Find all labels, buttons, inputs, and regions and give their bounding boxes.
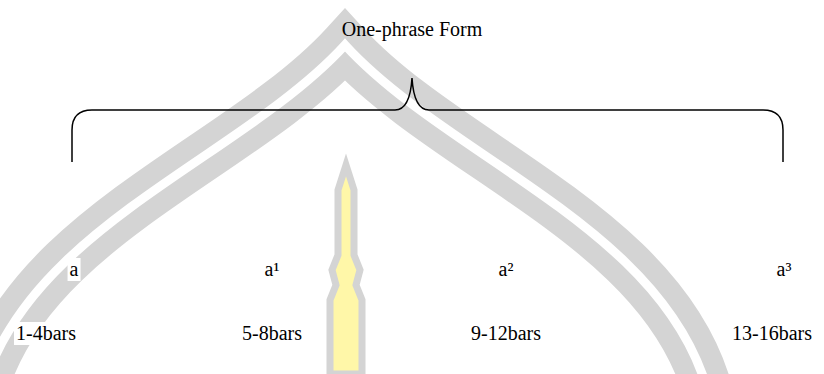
watermark-arch — [0, 45, 710, 374]
bar-range: 5-8bars — [240, 322, 304, 345]
curly-brace — [72, 78, 783, 162]
section-letter: a² — [497, 258, 516, 281]
section-letter: a¹ — [263, 258, 282, 281]
bar-range: 13-16bars — [730, 322, 814, 345]
diagram-title: One-phrase Form — [340, 18, 485, 41]
section-letter: a³ — [775, 258, 794, 281]
section-letter: a — [68, 258, 81, 281]
bar-range: 1-4bars — [14, 322, 78, 345]
bar-range: 9-12bars — [469, 322, 543, 345]
